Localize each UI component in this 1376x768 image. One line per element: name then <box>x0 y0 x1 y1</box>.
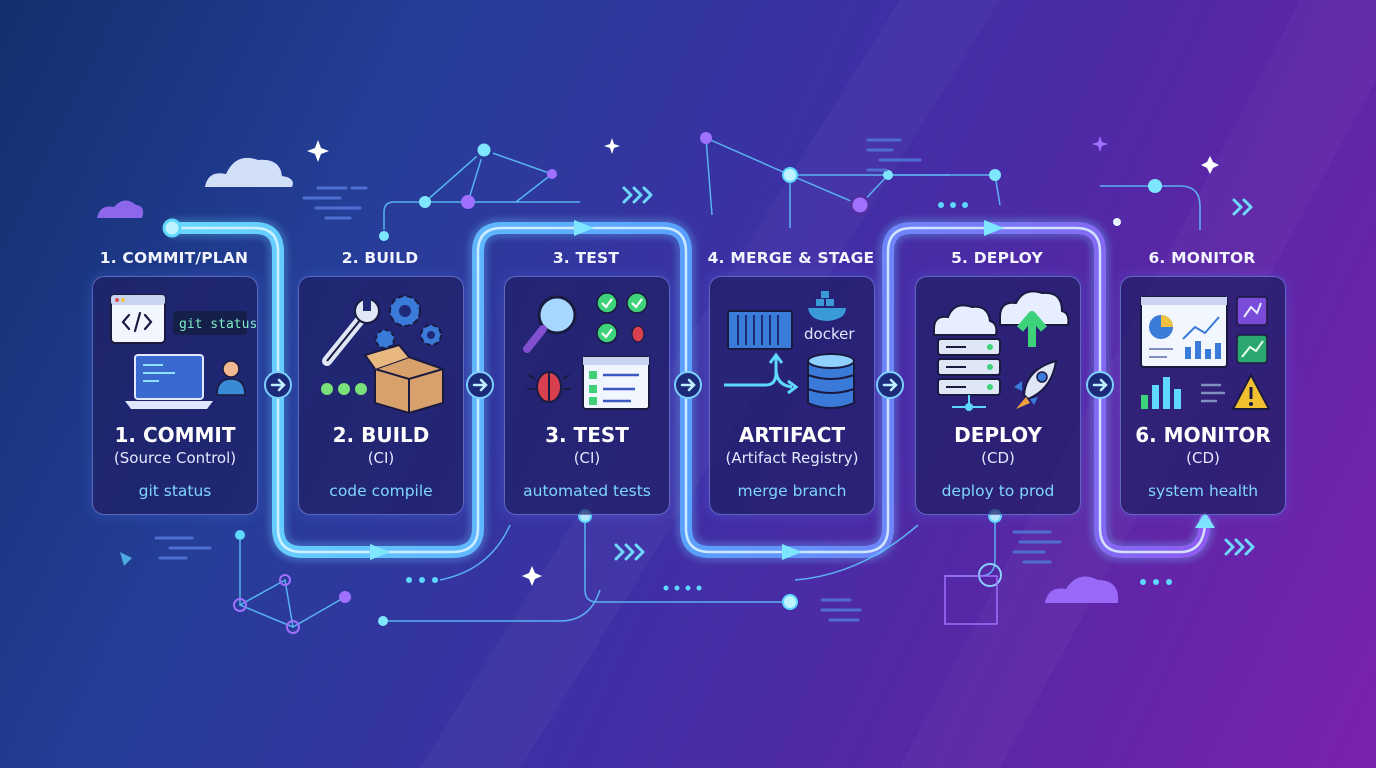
user-icon <box>216 360 246 396</box>
sparkle-decor <box>307 136 1219 586</box>
stage-3-title: 3. TEST <box>552 249 620 267</box>
stage-card-build[interactable]: 2. BUILD (CI) code compile <box>298 276 464 515</box>
stage-2-name: 2. BUILD <box>332 423 430 447</box>
stage-6-name: 6. MONITOR <box>1135 423 1271 447</box>
stage-3-action: automated tests <box>523 482 651 500</box>
svg-text:docker: docker <box>804 325 855 343</box>
magnifier-icon <box>523 295 577 353</box>
laptop-icon <box>125 354 213 409</box>
upload-cloud-icon <box>999 290 1070 347</box>
stage-2-subtitle: (CI) <box>367 449 395 467</box>
stage-3-subtitle: (CI) <box>573 449 601 467</box>
docker-icon: docker <box>804 291 855 343</box>
svg-text:git status: git status <box>179 317 257 332</box>
stage-1-subtitle: (Source Control) <box>113 449 237 467</box>
stage-4-name: ARTIFACT <box>738 423 846 447</box>
stage-2-title: 2. BUILD <box>341 249 419 267</box>
stage-6-title: 6. MONITOR <box>1148 249 1256 267</box>
code-lines-decor <box>154 138 1062 622</box>
dashboard-icon <box>1140 296 1228 368</box>
stage-5-name: DEPLOY <box>954 423 1042 447</box>
check-icons <box>596 292 648 344</box>
dot-decor <box>406 202 1172 591</box>
stage-card-monitor[interactable]: 6. MONITOR (CD) system health <box>1120 276 1286 515</box>
box-icon <box>363 343 444 415</box>
progress-dots-icon <box>321 383 367 395</box>
stage-1-action: git status <box>138 482 212 500</box>
stage-card-artifact[interactable]: docker ARTIFACT (Artifact Registry) merg… <box>709 276 875 515</box>
stage-6-action: system health <box>1147 482 1259 500</box>
stage-card-commit[interactable]: git status 1. COMMIT (Source Control) gi… <box>92 276 258 515</box>
stage-5-subtitle: (CD) <box>981 449 1015 467</box>
stage-1-title: 1. COMMIT/PLAN <box>99 249 249 267</box>
database-icon <box>807 353 855 409</box>
stage-2-action: code compile <box>329 482 433 500</box>
network-nodes <box>233 132 1162 634</box>
checklist-icon <box>582 356 650 410</box>
branch-arrow-icon <box>724 352 799 395</box>
cloud-decor <box>97 157 1119 603</box>
code-window-icon <box>110 294 166 344</box>
git-status-badge: git status <box>173 311 257 335</box>
stage-card-test[interactable]: 3. TEST (CI) automated tests <box>504 276 670 515</box>
stage-5-action: deploy to prod <box>941 482 1055 500</box>
gears-icon <box>375 295 442 349</box>
rocket-icon <box>1014 359 1058 409</box>
chevron-decor <box>614 186 1255 561</box>
cloud-server-icon <box>933 304 1001 411</box>
stage-4-title: 4. MERGE & STAGE <box>707 249 875 267</box>
container-icon <box>727 310 793 350</box>
stage-4-subtitle: (Artifact Registry) <box>725 449 859 467</box>
stage-5-title: 5. DEPLOY <box>951 249 1043 267</box>
stage-6-subtitle: (CD) <box>1186 449 1220 467</box>
stage-card-deploy[interactable]: DEPLOY (CD) deploy to prod <box>915 276 1081 515</box>
stage-4-action: merge branch <box>737 482 847 500</box>
wrench-icon <box>322 297 380 366</box>
pipeline-path <box>162 218 1215 562</box>
bug-icon <box>527 325 645 403</box>
stage-1-name: 1. COMMIT <box>114 423 236 447</box>
stage-3-name: 3. TEST <box>545 423 629 447</box>
warning-icon <box>1232 374 1270 410</box>
bar-chart-icon <box>1141 377 1225 409</box>
mini-chart-icons <box>1236 296 1268 364</box>
